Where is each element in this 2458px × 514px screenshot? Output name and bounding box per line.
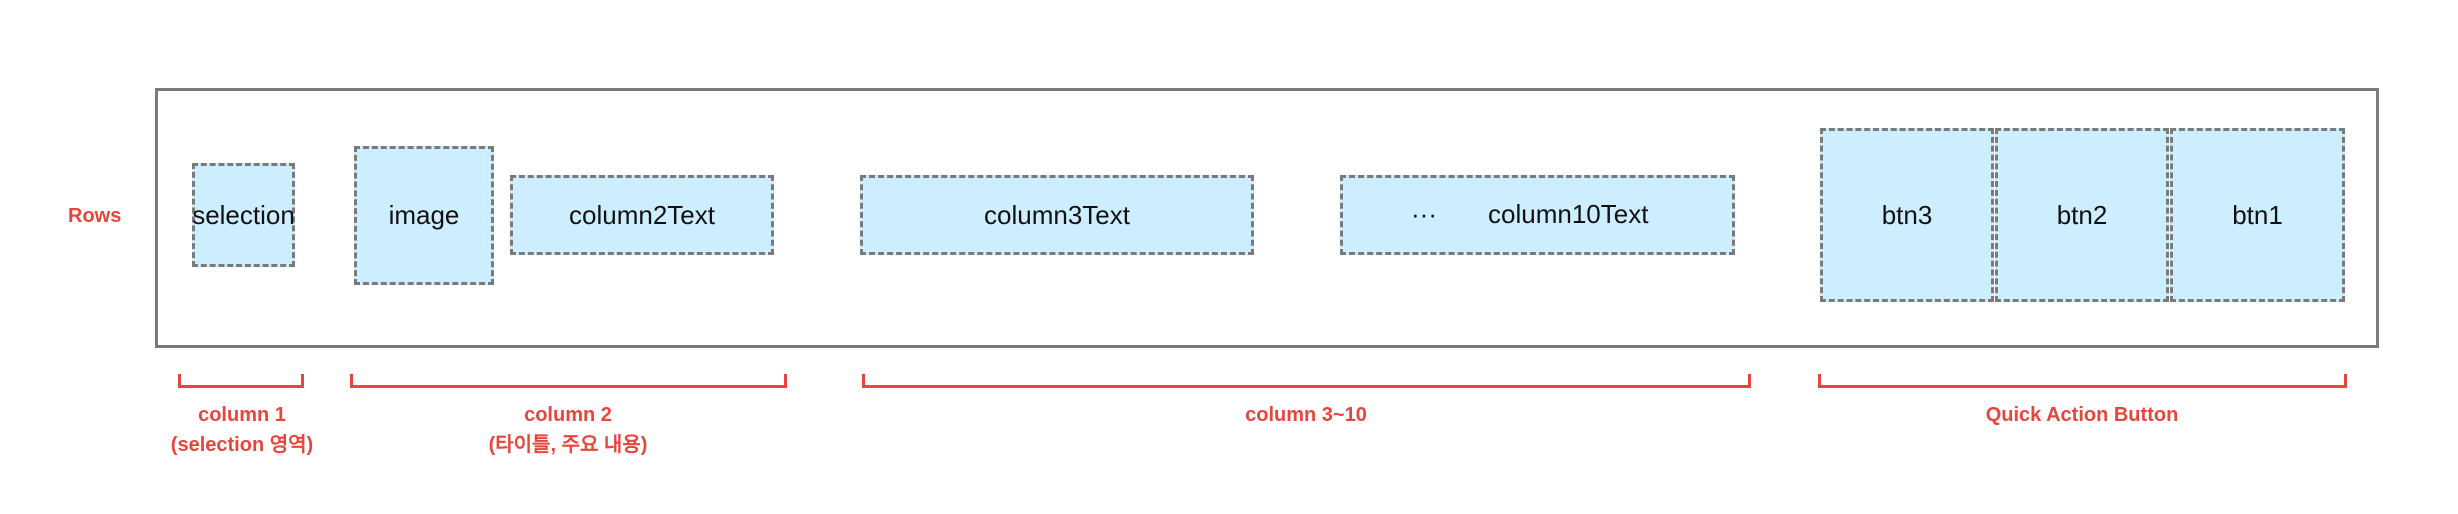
column1-group-label: column 1 (selection 영역) (142, 400, 342, 460)
rows-label: Rows (68, 205, 122, 227)
image-cell: image (354, 146, 494, 285)
quick-action-group-title: Quick Action Button (1985, 404, 2179, 426)
column3-10-group-label: column 3~10 (1156, 400, 1456, 430)
btn1-cell: btn1 (2170, 128, 2345, 302)
btn2-cell: btn2 (1995, 128, 2169, 302)
column3-10-group-title: column 3~10 (1245, 404, 1367, 426)
quick-action-group-label: Quick Action Button (1932, 400, 2232, 430)
column1-group-title: column 1 (198, 404, 286, 426)
ellipsis-icon: ··· (1411, 199, 1437, 229)
column1-group-subtitle: (selection 영역) (170, 434, 314, 456)
column2-group-label: column 2 (타이틀, 주요 내용) (418, 400, 718, 460)
row-frame (155, 88, 2379, 348)
selection-cell: selection (192, 163, 295, 267)
column2-bracket (350, 374, 787, 388)
column2-text-cell: column2Text (510, 175, 774, 255)
column3-text-cell: column3Text (860, 175, 1254, 255)
column10-text-label: column10Text (1488, 199, 1649, 229)
column3-10-bracket (862, 374, 1751, 388)
quick-action-bracket (1818, 374, 2347, 388)
column2-group-subtitle: (타이틀, 주요 내용) (488, 434, 648, 456)
column1-bracket (178, 374, 304, 388)
column10-text-cell: ··· column10Text (1340, 175, 1735, 255)
column2-group-title: column 2 (524, 404, 612, 426)
btn3-cell: btn3 (1820, 128, 1994, 302)
